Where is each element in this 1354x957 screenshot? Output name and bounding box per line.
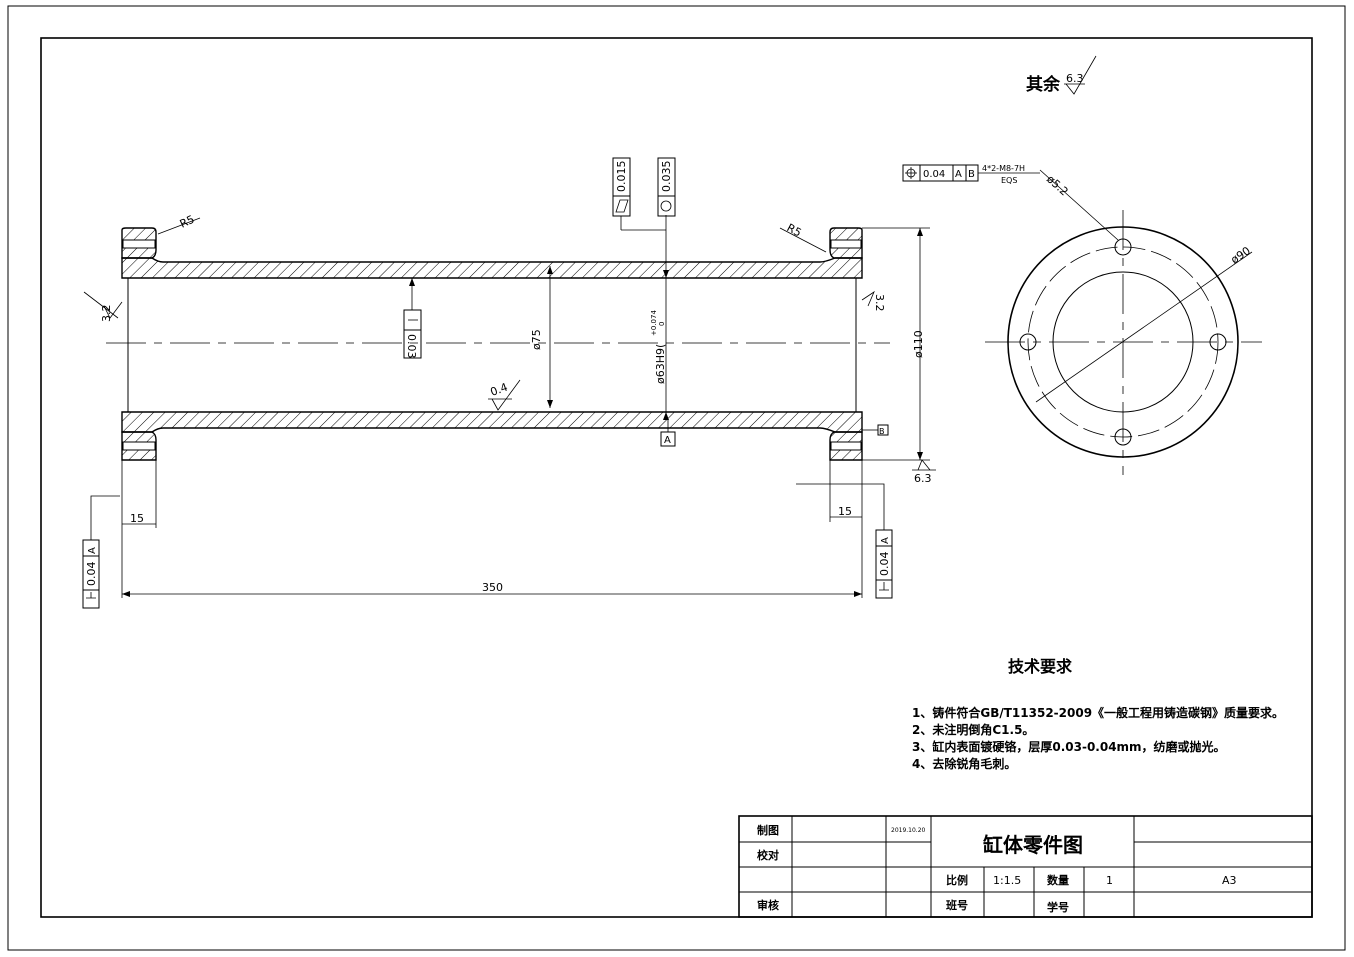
flange-end-view: ø90 ø5.2 0.04 A B 4*2-M8-7H EQS: [902, 164, 1262, 475]
straightness-value: 0.03: [405, 334, 418, 359]
dia52-label: ø5.2: [1044, 173, 1071, 199]
finish-label: 其余: [1026, 74, 1061, 95]
holes-spec: 4*2-M8-7H: [982, 164, 1025, 173]
title-block: 制图 校对 审核 2019.10.20 缸体零件图 比例 1:1.5 数量 1 …: [738, 815, 1313, 918]
checked-label: 校对: [757, 848, 779, 862]
r5-right-label: R5: [785, 221, 804, 239]
tech-requirements: 技术要求 1、铸件符合GB/T11352-2009《一般工程用铸造碳钢》质量要求…: [912, 657, 1284, 771]
tech-item-4: 4、去除锐角毛刺。: [912, 756, 1016, 771]
holes-eqs: EQS: [1001, 176, 1017, 185]
date-label: 2019.10.20: [891, 827, 926, 834]
len350-label: 350: [482, 581, 503, 594]
position-value: 0.04: [923, 169, 945, 180]
approved-label: 审核: [757, 898, 779, 912]
position-datum-a: A: [955, 169, 962, 180]
perp-right-value: 0.04: [878, 552, 891, 577]
tech-item-2: 2、未注明倒角C1.5。: [912, 722, 1034, 737]
dia75-label: ø75: [530, 329, 543, 350]
dia110-label: ø110: [912, 330, 925, 358]
inner-border: [40, 37, 1313, 918]
r5-left-label: R5: [178, 213, 197, 231]
outer-border: [7, 5, 1346, 951]
perp-left-datum: A: [87, 547, 98, 554]
perp-right-datum: A: [880, 537, 891, 544]
dia90-label: ø90: [1228, 244, 1252, 266]
ra-inner-label: 0.4: [489, 381, 510, 399]
ra-right-label: 3.2: [873, 294, 886, 312]
qty-value: 1: [1106, 874, 1113, 887]
general-surface-finish: 其余 6.3: [1026, 55, 1097, 95]
flange-right-label: 15: [838, 505, 852, 518]
finish-value: 6.3: [1066, 72, 1084, 85]
bore-tol-lower: 0: [658, 322, 666, 326]
ra-left-label: 3.2: [100, 305, 113, 323]
scale-label: 比例: [946, 873, 968, 887]
tech-heading: 技术要求: [1008, 657, 1073, 676]
perp-left-value: 0.04: [85, 562, 98, 587]
scale-value: 1:1.5: [993, 874, 1021, 887]
parallelism-value: 0.015: [615, 161, 628, 193]
bore-label: ø63H9(: [654, 344, 667, 384]
datum-a-label: A: [664, 435, 671, 446]
gdt-frames: 0.015 0.035 0.03 A B 0.04 A: [82, 157, 893, 609]
drawing-title: 缸体零件图: [983, 833, 1083, 857]
qty-label: 数量: [1047, 873, 1069, 887]
sheet-size: A3: [1222, 874, 1237, 887]
position-datum-b: B: [968, 169, 975, 180]
section-dimensions: R5 R5 ø75 ø63H9( +0.074 0 ø110 3.2 3.2 0…: [83, 213, 936, 598]
class-label: 班号: [946, 898, 968, 912]
datum-b-label: B: [879, 427, 885, 436]
student-label: 学号: [1047, 900, 1069, 914]
ra-bottom-label: 6.3: [914, 472, 932, 485]
tech-item-3: 3、缸内表面镀硬铬，层厚0.03-0.04mm，纺磨或抛光。: [912, 739, 1226, 754]
tech-item-1: 1、铸件符合GB/T11352-2009《一般工程用铸造碳钢》质量要求。: [912, 705, 1284, 720]
bore-tol-upper: +0.074: [650, 310, 658, 336]
circularity-value: 0.035: [660, 161, 673, 193]
cylinder-section-view: [106, 227, 890, 461]
drawn-label: 制图: [757, 823, 779, 837]
flange-left-label: 15: [130, 512, 144, 525]
